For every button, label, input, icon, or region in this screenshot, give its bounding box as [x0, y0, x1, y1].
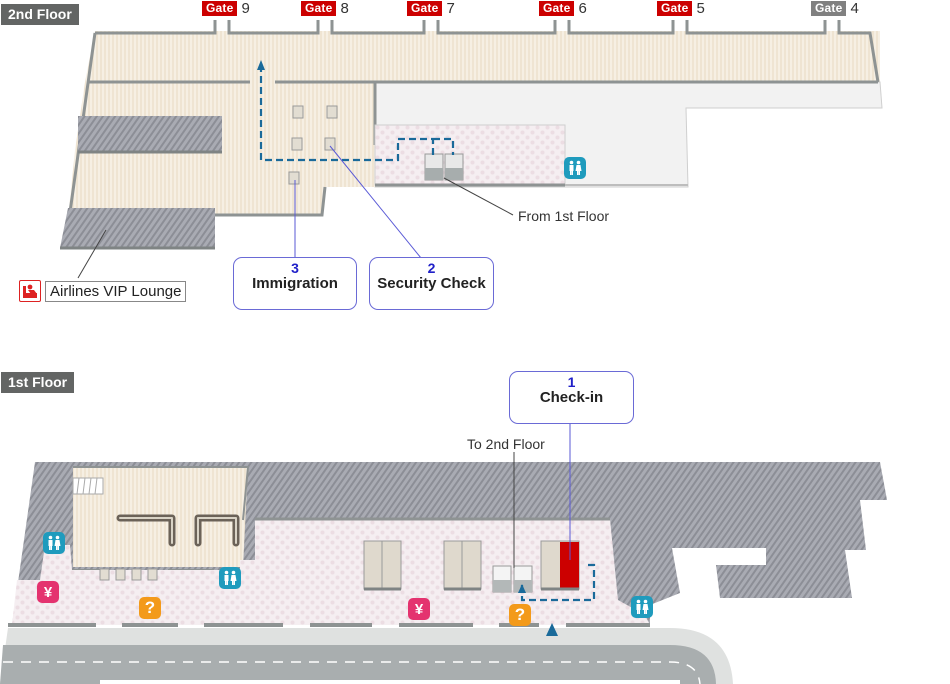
first-floor-plan — [0, 423, 887, 684]
restroom-icon[interactable] — [43, 532, 65, 554]
concourse-walls — [63, 20, 880, 249]
currency-exchange-icon[interactable]: ¥ — [37, 581, 59, 603]
floor-tag-2nd: 2nd Floor — [1, 4, 79, 25]
departure-hall — [12, 519, 650, 625]
callout-immigration[interactable]: 3 Immigration — [233, 257, 357, 310]
vip-lounge-area — [60, 208, 215, 248]
route-arrow-icon — [518, 584, 526, 593]
label-from-1st-floor: From 1st Floor — [518, 208, 610, 224]
vip-lounge-label[interactable]: Airlines VIP Lounge — [19, 280, 187, 302]
lounge-icon — [19, 280, 41, 302]
route-path-1f — [520, 563, 596, 602]
concourse — [65, 31, 880, 248]
hatched-block — [78, 116, 222, 152]
restroom-icon[interactable] — [631, 596, 653, 618]
security-zone — [374, 124, 566, 186]
route-path-2f — [259, 68, 455, 162]
floor-tag-1st: 1st Floor — [1, 372, 75, 393]
information-icon[interactable]: ? — [139, 597, 161, 619]
restroom-icon[interactable] — [219, 567, 241, 589]
second-floor-plan — [60, 20, 883, 279]
immigration-booths — [288, 105, 338, 185]
label-to-2nd-floor: To 2nd Floor — [467, 436, 545, 452]
callout-check-in[interactable]: 1 Check-in — [509, 371, 634, 424]
road-lane-marking — [3, 661, 701, 684]
information-icon[interactable]: ? — [509, 604, 531, 626]
callout-security-check[interactable]: 2 Security Check — [369, 257, 494, 310]
checkin-counter-highlight — [560, 542, 579, 588]
road — [0, 645, 716, 684]
entrance-arrow-icon — [546, 623, 558, 636]
currency-exchange-icon[interactable]: ¥ — [408, 598, 430, 620]
restroom-icon[interactable] — [564, 157, 586, 179]
checkin-counters — [363, 540, 580, 591]
route-arrow-icon — [257, 60, 265, 70]
